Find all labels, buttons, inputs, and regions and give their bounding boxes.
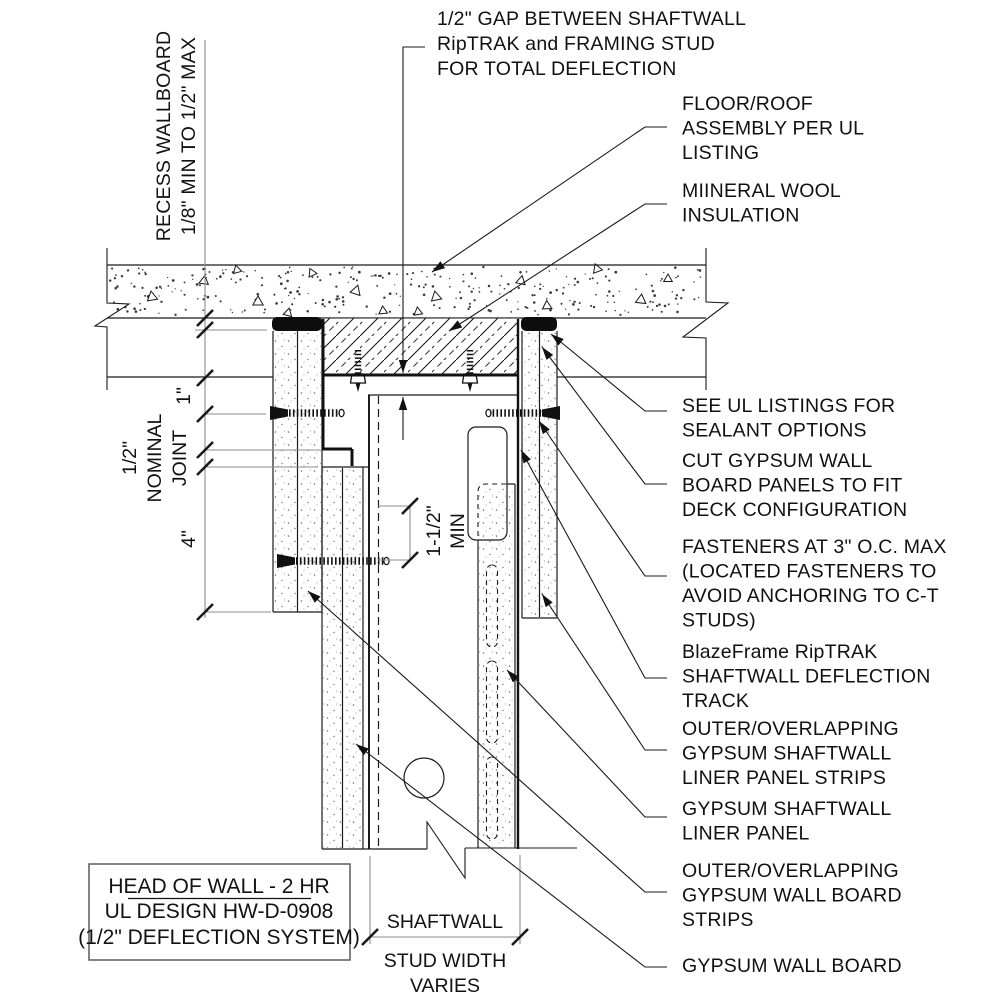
screw-left-upper xyxy=(270,406,345,420)
screw-left-lower xyxy=(277,554,390,568)
title-line2: UL DESIGN HW-D-0908 xyxy=(105,900,334,923)
floor-roof-slab xyxy=(93,248,730,390)
fasteners-line2: (LOCATED FASTENERS TO xyxy=(682,561,937,583)
leader-liner-panel xyxy=(506,669,667,818)
dimension-labels: 1" 1/2" NOMINAL JOINT 4" 1-1/2" MIN SHAF… xyxy=(119,387,506,997)
liner-hidden-edge xyxy=(477,483,507,545)
gap-note-label: 1/2" GAP BETWEEN SHAFTWALL RipTRAK and F… xyxy=(437,8,746,80)
leader-liner-strips xyxy=(541,593,667,751)
cut-board-line2: BOARD PANELS TO FIT xyxy=(682,475,903,497)
recess-note-label: RECESS WALLBOARD 1/8" MIN TO 1/2" MAX xyxy=(153,31,200,242)
gypsum-liner-strips-right xyxy=(521,331,558,619)
liner-strips-line2: GYPSUM SHAFTWALL xyxy=(682,743,891,765)
stud-width-dim xyxy=(361,855,529,946)
gypsum-liner-panel xyxy=(477,483,516,848)
dimension-lines xyxy=(195,40,529,946)
sealant-line1: SEE UL LISTINGS FOR xyxy=(682,395,895,417)
mineral-wool-line2: INSULATION xyxy=(682,205,800,227)
dim-stud-width-3: VARIES xyxy=(410,975,480,997)
riptrak-line2: SHAFTWALL DEFLECTION xyxy=(682,666,931,688)
dim-nominal-3: JOINT xyxy=(169,430,191,486)
riptrak-deflection-track xyxy=(321,319,520,849)
dim-min-gap-1: 1-1/2" xyxy=(423,505,445,556)
sealant-bead-right xyxy=(521,317,557,331)
callout-labels: FLOOR/ROOF ASSEMBLY PER UL LISTING MIINE… xyxy=(682,93,947,977)
recess-note-line1: RECESS WALLBOARD xyxy=(153,31,175,242)
leader-wall-board-strips xyxy=(307,590,667,893)
mineral-wool-line1: MIINERAL WOOL xyxy=(682,180,841,202)
deck-screw-right xyxy=(461,350,479,392)
gap-note-line2: RipTRAK and FRAMING STUD xyxy=(437,33,715,55)
wall-board-strips-line2: GYPSUM WALL BOARD xyxy=(682,885,902,907)
gap-note-line1: 1/2" GAP BETWEEN SHAFTWALL xyxy=(437,8,746,30)
dim-nominal-2: NOMINAL xyxy=(144,413,166,502)
dim-nominal-1: 1/2" xyxy=(119,441,141,475)
liner-panel-line1: GYPSUM SHAFTWALL xyxy=(682,798,891,820)
framing-stud xyxy=(368,394,517,849)
slab-break-line-right xyxy=(681,248,730,390)
wall-board-line1: GYPSUM WALL BOARD xyxy=(682,955,902,977)
screw-right xyxy=(485,406,560,420)
liner-strips-line3: LINER PANEL STRIPS xyxy=(682,767,886,789)
cut-board-line3: DECK CONFIGURATION xyxy=(682,499,907,521)
leader-floor-roof xyxy=(431,126,667,273)
stud-slot-punchouts xyxy=(485,564,499,840)
leader-cut-board xyxy=(541,346,667,485)
gap-note-line3: FOR TOTAL DEFLECTION xyxy=(437,58,676,80)
leader-gap-note xyxy=(398,46,425,373)
gypsum-wall-board-strips-left xyxy=(272,331,323,613)
floor-roof-line3: LISTING xyxy=(682,142,759,164)
concrete-stipple-texture xyxy=(108,262,702,318)
sealant-bead-left xyxy=(272,317,322,331)
dimension-ticks xyxy=(196,309,214,621)
liner-panel-line2: LINER PANEL xyxy=(682,823,810,845)
leader-fasteners xyxy=(538,420,667,577)
fasteners-line3: AVOID ANCHORING TO C-T xyxy=(682,585,939,607)
dim-four-inch: 4" xyxy=(178,530,200,548)
title-block: HEAD OF WALL - 2 HR UL DESIGN HW-D-0908 … xyxy=(78,863,360,961)
stud-punchout-hole xyxy=(403,757,445,799)
floor-roof-line1: FLOOR/ROOF xyxy=(682,93,813,115)
leader-mineral-wool xyxy=(448,203,667,332)
floor-roof-line2: ASSEMBLY PER UL xyxy=(682,118,864,140)
title-block-border xyxy=(88,863,351,961)
fasteners-line1: FASTENERS AT 3" O.C. MAX xyxy=(682,536,947,558)
title-line1: HEAD OF WALL - 2 HR xyxy=(108,875,329,898)
wall-board-strips-line3: STRIPS xyxy=(682,909,754,931)
wall-board-strips-line1: OUTER/OVERLAPPING xyxy=(682,860,899,882)
sealant-line2: SEALANT OPTIONS xyxy=(682,420,867,442)
title-line3: (1/2" DEFLECTION SYSTEM) xyxy=(78,926,360,949)
dim-min-gap-2: MIN xyxy=(447,513,469,549)
dim-stud-width-2: STUD WIDTH xyxy=(384,950,506,972)
deck-screw-left xyxy=(349,350,367,392)
min-engagement-dim xyxy=(378,497,419,569)
gypsum-wall-board-base xyxy=(321,466,427,850)
slab-break-line-left xyxy=(93,248,131,390)
riptrak-rip-tab xyxy=(467,426,508,541)
leader-sealant xyxy=(550,333,667,412)
liner-strips-line1: OUTER/OVERLAPPING xyxy=(682,718,899,740)
leader-riptrak xyxy=(520,449,667,679)
track-left-leg-step xyxy=(322,447,354,466)
cut-board-line1: CUT GYPSUM WALL xyxy=(682,450,872,472)
leader-wall-board xyxy=(355,743,667,968)
riptrak-line1: BlazeFrame RipTRAK xyxy=(682,641,877,663)
dim-stud-width-1: SHAFTWALL xyxy=(387,911,503,933)
bottom-break-line xyxy=(426,820,577,880)
dim-one-inch: 1" xyxy=(173,387,195,405)
riptrak-line3: TRACK xyxy=(682,690,749,712)
mineral-wool-hatch xyxy=(323,318,518,375)
recess-note-line2: 1/8" MIN TO 1/2" MAX xyxy=(178,37,200,235)
fasteners-line4: STUDS) xyxy=(682,610,756,632)
leader-lines xyxy=(307,46,667,968)
